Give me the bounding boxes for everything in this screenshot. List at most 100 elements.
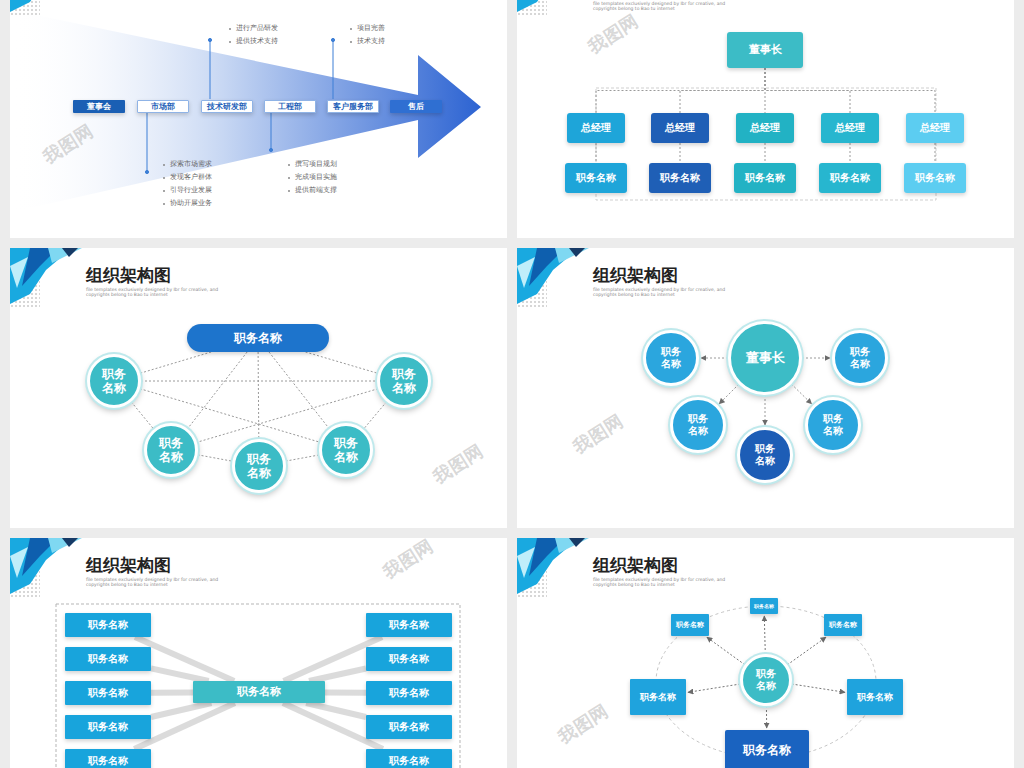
node-text: 工程部 <box>278 102 302 111</box>
connector <box>765 68 935 113</box>
position-box: 职务名称 <box>630 679 686 715</box>
watermark: 我图网 <box>585 11 642 57</box>
leader-lines <box>145 38 334 173</box>
bullet-text: 探索市场需求 <box>170 160 212 168</box>
position-circle: 职务 名称 <box>232 439 286 493</box>
connector <box>802 358 830 359</box>
manager-box: 总经理 <box>906 113 964 143</box>
position-box: 职务名称 <box>366 749 452 768</box>
center-circle: 职务 名称 <box>740 654 792 706</box>
watermark: 我图网 <box>430 441 487 487</box>
connector <box>850 143 851 163</box>
manager-box: 总经理 <box>651 113 709 143</box>
bullet-text: 引导行业发展 <box>170 186 212 194</box>
node-text: 职务 名称 <box>754 443 777 467</box>
node-text: 职务名称 <box>88 619 128 631</box>
node-text: 职务名称 <box>857 692 893 703</box>
chairman-box: 董事长 <box>727 32 803 68</box>
connector <box>269 352 329 429</box>
bullet-text: 技术支持 <box>357 37 385 45</box>
position-circle: 职务 名称 <box>643 330 699 386</box>
position-box: 职务名称 <box>847 679 903 715</box>
manager-box: 总经理 <box>567 113 625 143</box>
position-box: 职务名称 <box>734 163 796 193</box>
funnel-arrow <box>12 10 481 212</box>
connector <box>680 143 681 163</box>
slide-title: 组织架构图 <box>593 266 678 286</box>
position-box: 职务名称 <box>65 681 151 705</box>
bullet-text: 协助开展业务 <box>170 199 212 207</box>
connector <box>935 143 936 163</box>
bullet-text: 发现客户群体 <box>170 173 212 181</box>
brush-corner <box>10 0 589 598</box>
slide-panels <box>10 0 1014 768</box>
node-text: 职务 名称 <box>390 367 418 396</box>
node-text: 职务名称 <box>389 755 429 767</box>
node-text: 职务 名称 <box>157 436 185 465</box>
template-note: file templates exclusively designed by I… <box>593 1 743 11</box>
fan-connector <box>151 689 193 695</box>
dept-box: 工程部 <box>264 100 316 113</box>
connector <box>701 358 728 359</box>
position-box: 职务名称 <box>366 681 452 705</box>
position-box: 职务名称 <box>65 715 151 739</box>
node-text: 职务名称 <box>389 619 429 631</box>
slide-title: 组织架构图 <box>86 266 171 286</box>
bullet-text: 项目完善 <box>357 24 385 32</box>
position-box: 职务名称 <box>366 613 452 637</box>
position-circle: 职务 名称 <box>832 330 888 386</box>
node-text: 技术研发部 <box>207 102 247 111</box>
connector <box>140 352 211 373</box>
connector <box>596 68 765 113</box>
node-text: 总经理 <box>920 122 950 134</box>
node-text: 职务名称 <box>88 687 128 699</box>
dept-box: 董事会 <box>73 100 125 113</box>
node-text: 职务 名称 <box>849 346 872 370</box>
node-text: 职务 名称 <box>245 452 273 481</box>
bullet-text: 进行产品研发 <box>236 24 278 32</box>
template-note: file templates exclusively designed by I… <box>86 577 236 587</box>
connector <box>764 616 765 654</box>
manager-box: 总经理 <box>821 113 879 143</box>
chairman-circle: 董事长 <box>728 321 802 395</box>
connector <box>765 143 766 163</box>
node-text: 职务名称 <box>88 721 128 733</box>
position-circle: 职务 名称 <box>144 423 198 477</box>
connector <box>306 352 379 373</box>
position-box: 职务名称 <box>671 614 709 636</box>
position-box: 职务名称 <box>366 715 452 739</box>
node-text: 总经理 <box>750 122 780 134</box>
position-box: 职务名称 <box>725 730 809 768</box>
dept-box: 客户服务部 <box>327 100 379 113</box>
template-note: file templates exclusively designed by I… <box>593 287 743 297</box>
node-text: 职务名称 <box>660 172 700 184</box>
connector <box>596 143 597 163</box>
group-frame <box>56 604 460 768</box>
node-text: 职务名称 <box>676 621 704 629</box>
position-box: 职务名称 <box>65 613 151 637</box>
watermark: 我图网 <box>555 701 612 747</box>
center-box: 职务名称 <box>193 681 325 703</box>
bullet-text: 提供技术支持 <box>236 37 278 45</box>
position-box: 职务名称 <box>65 647 151 671</box>
connector <box>286 455 320 461</box>
position-circle: 职务 名称 <box>805 397 861 453</box>
node-text: 市场部 <box>151 102 175 111</box>
connector <box>765 68 766 113</box>
connector <box>766 706 767 728</box>
node-text: 职务 名称 <box>822 413 845 437</box>
slide-title: 组织架构图 <box>593 556 678 576</box>
node-text: 职务名称 <box>829 621 857 629</box>
node-text: 职务名称 <box>915 172 955 184</box>
node-text: 职务 名称 <box>100 367 128 396</box>
dept-box: 售后 <box>390 100 442 113</box>
node-text: 职务名称 <box>830 172 870 184</box>
node-text: 董事长 <box>749 43 782 56</box>
connector <box>765 395 766 425</box>
position-box: 职务名称 <box>819 163 881 193</box>
fan-connector <box>309 669 366 682</box>
position-box: 职务名称 <box>824 614 862 636</box>
connector <box>791 384 811 404</box>
slide-title: 组织架构图 <box>86 556 171 576</box>
